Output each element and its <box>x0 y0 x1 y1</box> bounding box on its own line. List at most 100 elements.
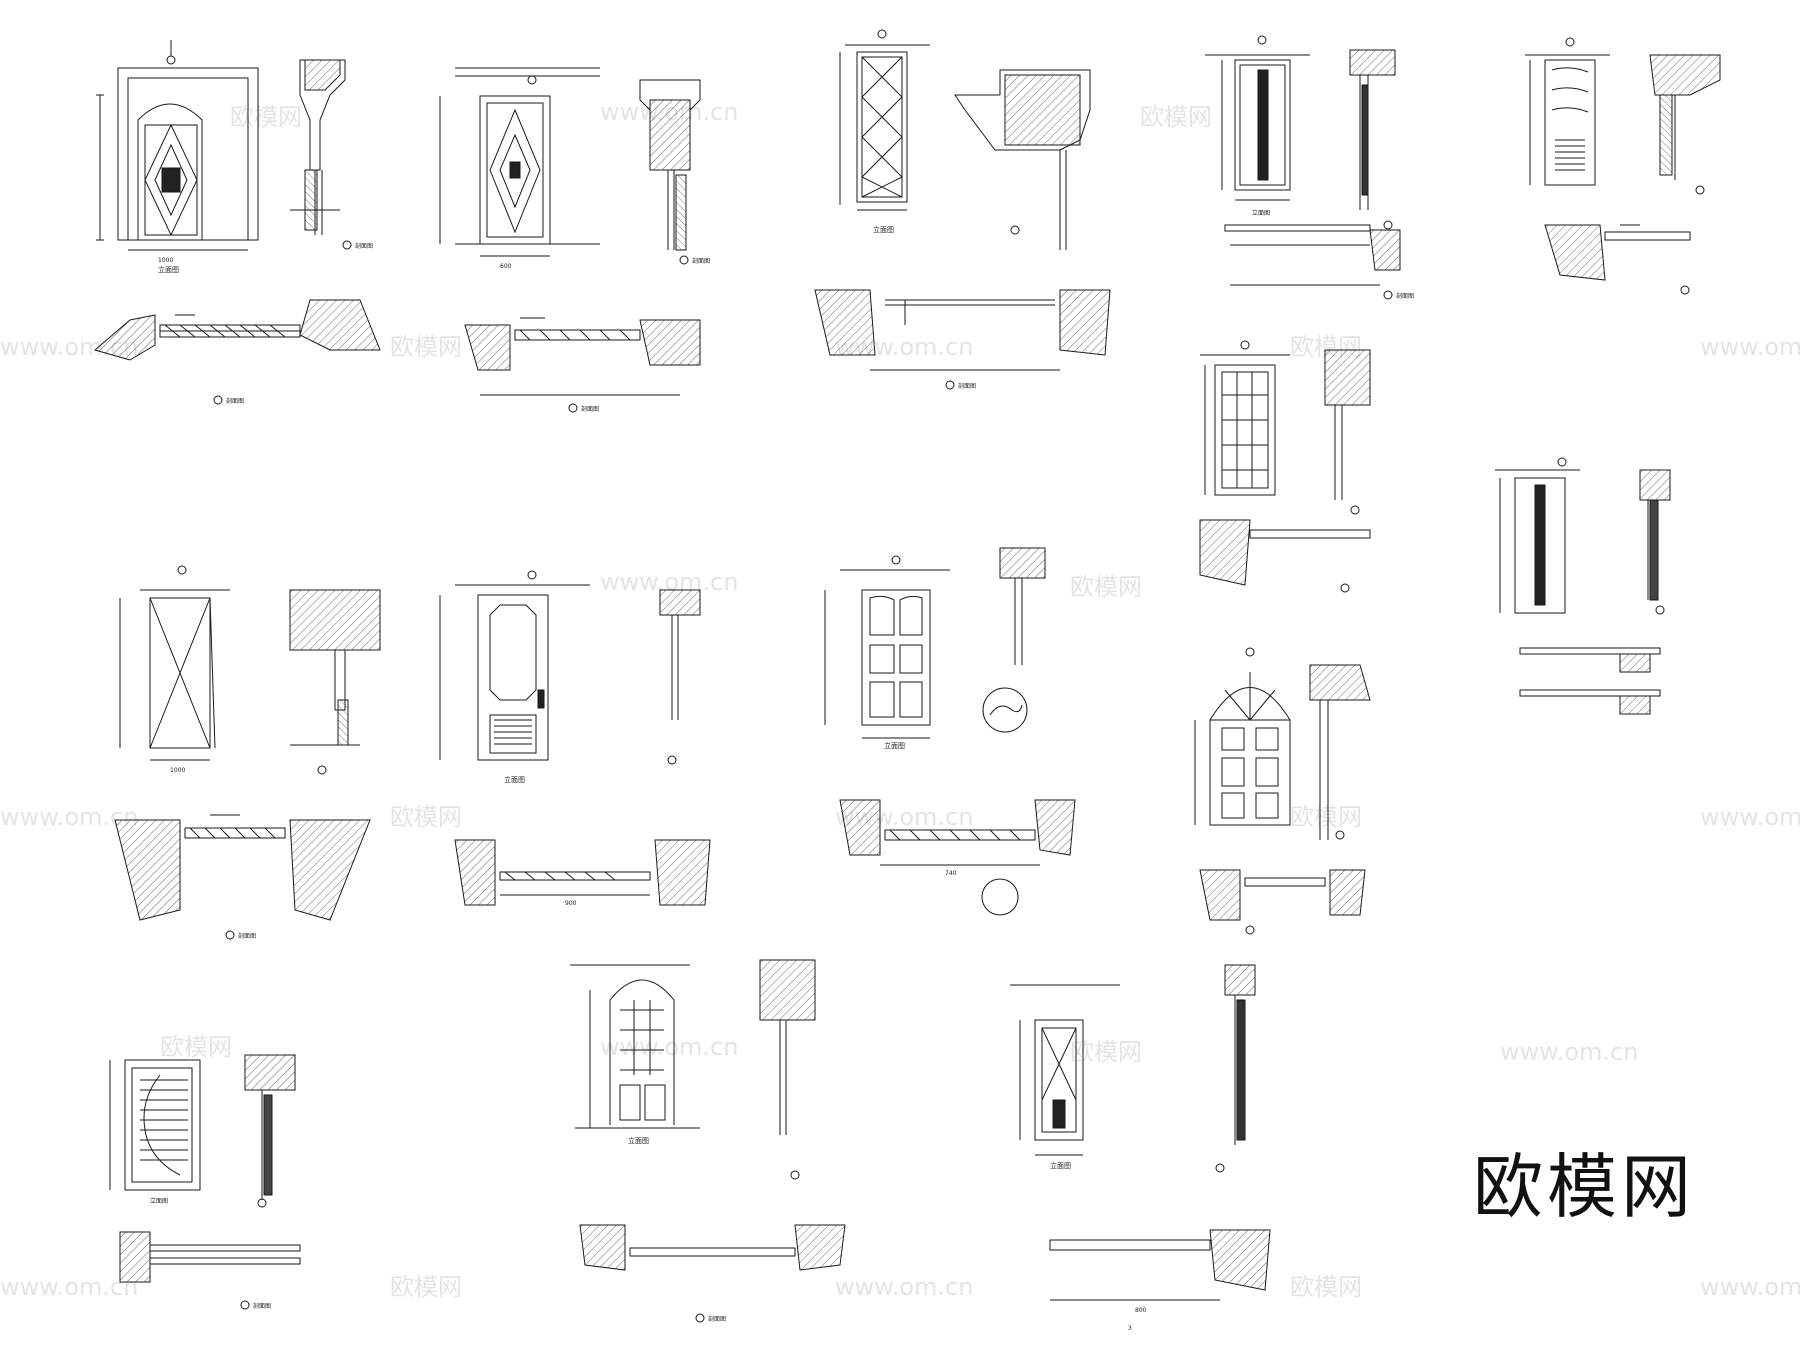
watermark-text: 欧模网 <box>1070 573 1142 601</box>
door-elevation-6 <box>1200 340 1290 496</box>
door-drawing-2: 600 剖面图 剖面图 <box>439 67 710 413</box>
watermark-text: 欧模网 <box>390 333 462 361</box>
door-elevation-7 <box>1495 457 1580 614</box>
door-side-section-5 <box>1649 54 1721 195</box>
watermark-url: www.om.cn <box>0 1273 138 1301</box>
watermark-url: www.om.cn <box>1700 803 1800 831</box>
dim-text: 600 <box>500 263 512 270</box>
elevation-label: 立面图 <box>884 741 905 750</box>
door-side-section-1: 剖面图 <box>290 59 373 250</box>
door-plan-section-14: 800 3 <box>1049 1229 1271 1332</box>
door-drawing-10: 立面图 740 <box>824 547 1076 916</box>
door-plan-section-10: 740 <box>839 799 1076 916</box>
elevation-label: 立面图 <box>158 265 179 274</box>
door-plan-section-3: 剖面图 <box>814 289 1111 390</box>
door-elevation-1: 1000 立面图 <box>96 40 259 274</box>
door-elevation-14: 立面图 <box>1010 984 1120 1170</box>
section-label: 剖面图 <box>1396 292 1414 300</box>
dim-text: 900 <box>565 900 577 907</box>
door-plan-section-7 <box>1519 647 1661 715</box>
door-plan-section-12: 剖面图 <box>119 1231 301 1310</box>
watermark-text: 欧模网 <box>390 803 462 831</box>
door-plan-section-8: 剖面图 <box>114 814 371 940</box>
watermark-url: www.om.cn <box>1700 333 1800 361</box>
door-elevation-5 <box>1525 37 1610 186</box>
door-plan-section-11 <box>1199 869 1366 935</box>
door-elevation-9: 立面图 <box>439 570 590 784</box>
door-side-section-9 <box>659 589 701 765</box>
door-drawing-13: 立面图 剖面图 <box>570 959 846 1323</box>
section-label: 剖面图 <box>708 1315 726 1323</box>
page-number: 3 <box>1128 1325 1132 1332</box>
door-side-section-13 <box>759 959 816 1180</box>
door-drawing-8: 1000 剖面图 <box>114 565 381 940</box>
dim-text: 800 <box>1135 1307 1147 1314</box>
door-side-section-8 <box>289 589 381 775</box>
door-elevation-8: 1000 <box>119 565 230 774</box>
door-side-section-6 <box>1324 349 1371 515</box>
section-label: 剖面图 <box>581 405 599 413</box>
watermark-text: 欧模网 <box>1140 103 1212 131</box>
watermark-text: 欧模网 <box>1290 803 1362 831</box>
watermark-url: www.om.cn <box>0 803 138 831</box>
door-drawing-7 <box>1495 457 1671 715</box>
door-elevation-4: 立面图 <box>1205 35 1310 217</box>
elevation-label: 立面图 <box>150 1197 168 1205</box>
section-label: 剖面图 <box>226 397 244 405</box>
door-elevation-3: 立面图 <box>839 29 930 234</box>
section-label: 剖面图 <box>692 257 710 265</box>
door-side-section-14 <box>1215 964 1256 1173</box>
watermark-url: www.om.cn <box>1700 1273 1800 1301</box>
section-label: 剖面图 <box>238 932 256 940</box>
door-plan-section-2: 剖面图 <box>464 317 701 413</box>
door-drawing-14: 立面图 800 3 <box>1010 964 1271 1332</box>
section-label: 剖面图 <box>355 242 373 250</box>
watermark-url: www.om.cn <box>1500 1038 1638 1066</box>
watermark-text: 欧模网 <box>230 103 302 131</box>
dim-text: 1000 <box>158 257 173 264</box>
door-plan-section-5 <box>1544 224 1691 295</box>
door-side-section-10 <box>982 547 1046 733</box>
door-drawing-3: 立面图 剖面图 <box>814 29 1111 390</box>
door-side-section-11 <box>1309 664 1371 840</box>
brand-mark: 欧模网 <box>1473 1146 1695 1228</box>
door-elevation-13: 立面图 <box>570 964 700 1145</box>
watermark-url: www.om.cn <box>835 1273 973 1301</box>
dim-text: 1000 <box>170 767 185 774</box>
elevation-label: 立面图 <box>873 225 894 234</box>
section-label: 剖面图 <box>958 382 976 390</box>
watermark-text: 欧模网 <box>160 1033 232 1061</box>
door-elevation-11 <box>1194 647 1291 826</box>
door-elevation-12: 立面图 <box>109 1059 201 1205</box>
door-drawing-6 <box>1199 340 1371 593</box>
elevation-label: 立面图 <box>504 775 525 784</box>
section-label: 剖面图 <box>253 1302 271 1310</box>
watermark-text: 欧模网 <box>1070 1038 1142 1066</box>
door-plan-section-9: 900 <box>454 839 711 907</box>
dim-text: 740 <box>945 870 957 877</box>
elevation-label: 立面图 <box>1252 209 1270 217</box>
door-plan-section-13: 剖面图 <box>579 1224 846 1323</box>
door-drawing-12: 立面图 剖面图 <box>109 1054 301 1310</box>
door-drawing-1: 1000 立面图 剖面图 剖面图 <box>93 40 381 405</box>
door-side-section-4 <box>1349 49 1396 230</box>
door-elevation-10: 立面图 <box>824 555 950 750</box>
door-side-section-7 <box>1639 469 1671 615</box>
watermark-text: 欧模网 <box>390 1273 462 1301</box>
elevation-label: 立面图 <box>628 1136 649 1145</box>
door-side-section-2: 剖面图 <box>639 79 710 265</box>
watermark-url: www.om.cn <box>600 1033 738 1061</box>
door-elevation-2: 600 <box>439 67 600 270</box>
door-drawing-5 <box>1525 37 1721 295</box>
door-plan-section-4: 剖面图 <box>1224 224 1414 300</box>
door-side-section-3 <box>954 69 1091 250</box>
door-plan-section-6 <box>1199 519 1371 593</box>
door-plan-section-1: 剖面图 <box>93 299 381 405</box>
elevation-label: 立面图 <box>1050 1161 1071 1170</box>
watermark-text: 欧模网 <box>1290 1273 1362 1301</box>
door-drawing-4: 立面图 剖面图 <box>1205 35 1414 300</box>
door-drawing-9: 立面图 900 <box>439 570 711 907</box>
door-side-section-12 <box>244 1054 296 1208</box>
door-drawing-11 <box>1194 647 1371 935</box>
